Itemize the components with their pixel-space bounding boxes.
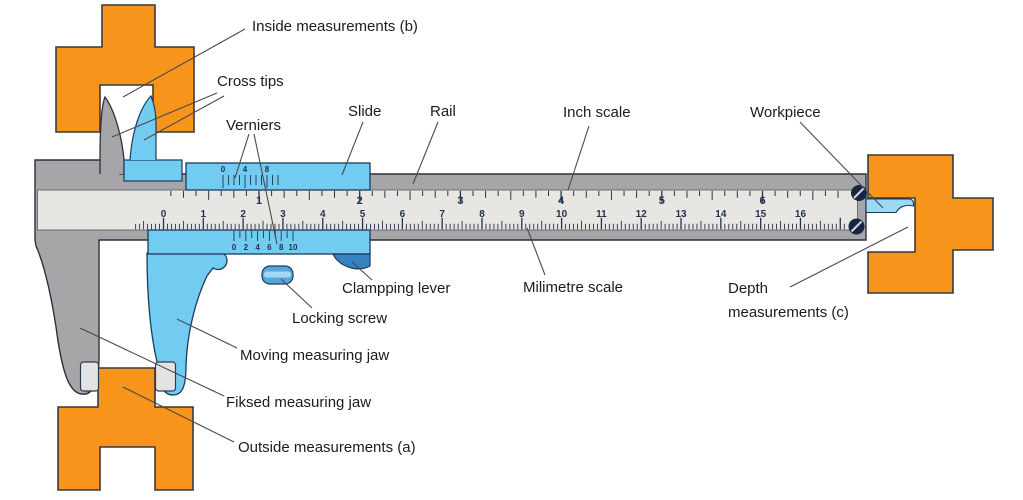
label-depth-line1: Depth [728, 280, 768, 297]
label-outside-measurements: Outside measurements (a) [238, 439, 416, 456]
vernier-bottom-number: 10 [289, 243, 298, 252]
inch-number: 4 [558, 195, 565, 207]
vernier-bottom-number: 4 [255, 243, 260, 252]
moving-jaw-pad [154, 361, 177, 392]
label-moving-jaw: Moving measuring jaw [240, 347, 389, 364]
cm-number: 4 [320, 209, 326, 220]
fixed-jaw-pad [79, 361, 100, 392]
inch-number: 5 [659, 195, 665, 207]
inch-number: 2 [357, 195, 363, 207]
inch-scale-numbers: 1 2 3 4 5 6 [256, 195, 766, 207]
label-slide: Slide [348, 103, 381, 120]
vernier-bottom-number: 2 [244, 243, 249, 252]
millimetre-scale-ticks [135, 217, 845, 230]
leader-inside-measurements [122, 28, 246, 98]
leader-rail [412, 121, 439, 185]
leader-milimetre-scale [526, 227, 546, 276]
cm-number: 7 [439, 209, 445, 220]
leader-fiksed-jaw [79, 327, 225, 397]
label-inside-measurements: Inside measurements (b) [252, 18, 418, 35]
cm-number: 16 [795, 209, 807, 220]
cm-number: 10 [556, 209, 568, 220]
leader-locking-screw [280, 278, 313, 309]
inch-scale-ticks [170, 190, 839, 203]
leader-moving-jaw [176, 318, 238, 349]
cross-tip-fixed-outline [99, 95, 125, 174]
leader-verniers-2 [253, 133, 278, 245]
label-clampping-lever: Clampping lever [342, 280, 450, 297]
label-depth-line2: measurements (c) [728, 304, 849, 321]
leader-outside-measurements [122, 386, 235, 443]
slide-bottom-bar [147, 229, 371, 255]
workpiece-right [867, 154, 994, 294]
label-rail: Rail [430, 103, 456, 120]
cm-number: 12 [636, 209, 648, 220]
leader-cross-tips-2 [143, 95, 225, 141]
vernier-top-number: 0 [221, 165, 226, 174]
clamping-lever [332, 253, 371, 270]
label-verniers: Verniers [226, 117, 281, 134]
rail-screw-top-slot [853, 187, 865, 199]
workpiece-bottom [57, 367, 194, 491]
inch-number: 6 [759, 195, 765, 207]
depth-rod [865, 198, 915, 214]
label-fiksed-jaw: Fiksed measuring jaw [226, 394, 371, 411]
cm-number: 3 [280, 209, 286, 220]
vernier-bottom-number: 6 [267, 243, 272, 252]
leader-cross-tips-1 [111, 92, 218, 138]
vernier-bottom-number: 8 [279, 243, 284, 252]
cm-number: 11 [596, 209, 607, 220]
leader-clampping-lever [351, 261, 373, 281]
cross-tip-moving-outline [129, 94, 157, 161]
locking-screw-band [264, 271, 291, 278]
label-milimetre-scale: Milimetre scale [523, 279, 623, 296]
leader-slide [341, 121, 364, 176]
label-locking-screw: Locking screw [292, 310, 387, 327]
slide-elbow [123, 159, 183, 182]
label-inch-scale: Inch scale [563, 104, 631, 121]
cm-number: 13 [675, 209, 687, 220]
cm-number: 6 [400, 209, 406, 220]
cm-number: 1 [201, 209, 207, 220]
vernier-bottom-number: 0 [232, 243, 237, 252]
leader-verniers-1 [234, 133, 250, 179]
leader-workpiece [799, 121, 884, 209]
rail-screw-bottom-slot [850, 220, 863, 233]
vernier-top-number: 4 [243, 165, 248, 174]
cross-tip-fixed [100, 97, 124, 174]
cm-number: 0 [161, 209, 167, 220]
cm-number: 5 [360, 209, 366, 220]
workpiece-top [55, 4, 195, 133]
cross-tip-moving [130, 96, 156, 160]
label-workpiece: Workpiece [750, 104, 821, 121]
cm-number: 9 [519, 209, 525, 220]
cm-number: 8 [479, 209, 485, 220]
vernier-top-number: 8 [265, 165, 270, 174]
leader-depth-measurements [789, 226, 909, 288]
cm-number: 15 [755, 209, 767, 220]
cm-number: 14 [715, 209, 727, 220]
leader-inch-scale [567, 125, 590, 191]
cm-number: 2 [240, 209, 246, 220]
vernier-top: 0 4 8 [221, 165, 279, 188]
inch-number: 1 [256, 195, 262, 207]
inch-number: 3 [457, 195, 463, 207]
label-cross-tips: Cross tips [217, 73, 284, 90]
